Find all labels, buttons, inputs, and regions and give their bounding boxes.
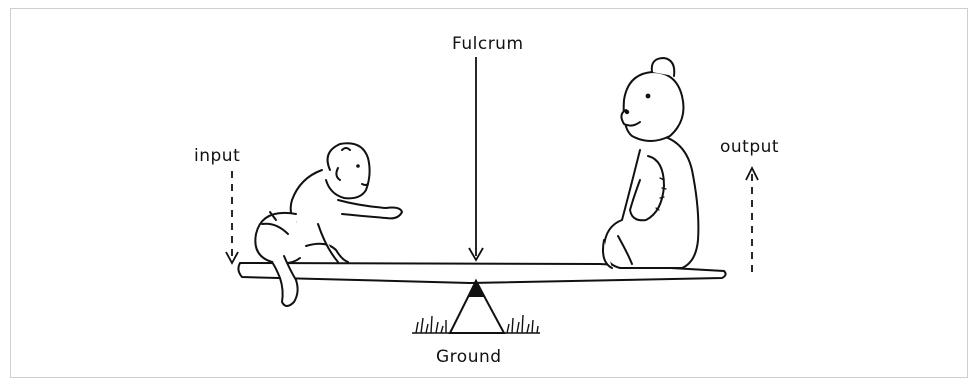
ground-label: Ground <box>436 347 502 367</box>
output-label: output <box>720 137 779 157</box>
input-arrow <box>226 171 238 263</box>
fulcrum-triangle <box>450 281 504 333</box>
teddy-bear-figure <box>603 58 698 268</box>
input-label: input <box>194 146 240 166</box>
fulcrum-label: Fulcrum <box>452 34 524 54</box>
fulcrum-arrow <box>469 57 483 260</box>
output-arrow <box>746 168 758 274</box>
